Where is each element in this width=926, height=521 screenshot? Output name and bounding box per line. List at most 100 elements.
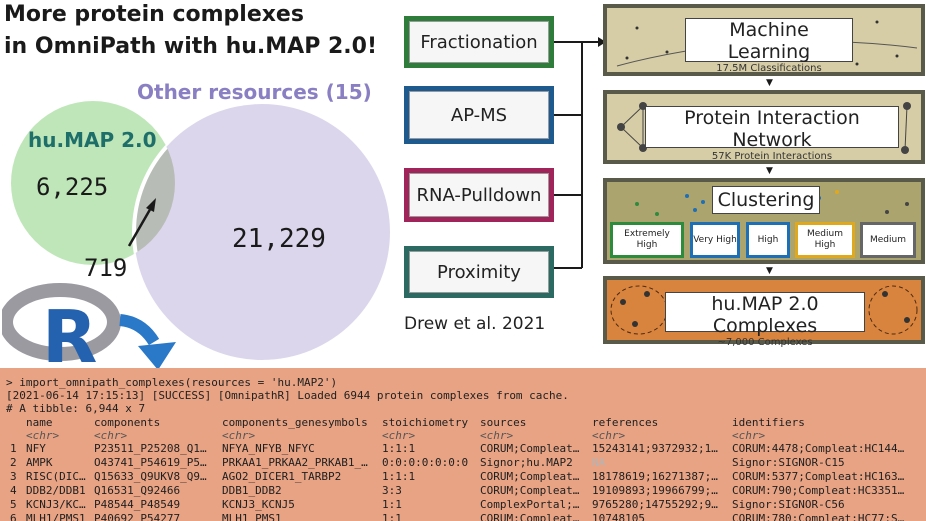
confidence-extremely-high: Extremely High <box>610 222 684 258</box>
console-command: > import_omnipath_complexes(resources = … <box>6 376 338 389</box>
table-cell: NFYA_NFYB_NFYC <box>222 442 315 455</box>
column-type: <chr> <box>382 429 416 442</box>
table-cell: AGO2_DICER1_TARBP2 <box>222 470 342 483</box>
curved-arrow-down-icon <box>119 314 176 370</box>
table-cell: PRKAA1_PRKAA2_PRKAB1_… <box>222 456 368 469</box>
method-proximity: Proximity <box>404 246 554 298</box>
table-cell: DDB1_DDB2 <box>222 484 282 497</box>
table-cell: CORUM;Compleat… <box>480 470 580 483</box>
table-cell: 1:1:1 <box>382 442 416 455</box>
citation: Drew et al. 2021 <box>404 314 546 334</box>
stage-title-box: Protein Interaction Network 57K Protein … <box>645 106 899 162</box>
title-line-1: More protein complexes <box>4 2 304 27</box>
r-logo-group: R <box>2 283 176 372</box>
table-cell: NA <box>592 456 606 469</box>
table-cell: Signor:SIGNOR-C15 <box>732 456 845 469</box>
down-arrow-icon: ▼ <box>766 78 773 88</box>
r-logo-icon: R <box>2 283 121 372</box>
confidence-medium-high: Medium High <box>795 222 855 258</box>
stage-protein-interaction-network: Protein Interaction Network 57K Protein … <box>603 90 925 164</box>
table-cell: CORUM:780;Compleat:HC77;S… <box>732 512 905 521</box>
table-cell: KCNJ3/KC… <box>26 498 86 511</box>
stage-complexes: hu.MAP 2.0 Complexes ~7,000 Complexes <box>603 276 925 348</box>
row-index: 1 <box>10 442 17 455</box>
column-header: identifiers <box>732 416 805 429</box>
stage-subtitle: 57K Protein Interactions <box>711 151 833 162</box>
stage-title: hu.MAP 2.0 Complexes <box>711 293 819 337</box>
console-tibble-header: # A tibble: 6,944 x 7 <box>6 402 146 415</box>
column-type: <chr> <box>732 429 766 442</box>
stage-title-box: Clustering <box>712 186 820 214</box>
table-cell: ComplexPortal;… <box>480 498 580 511</box>
venn-overlap <box>132 102 175 265</box>
table-cell: CORUM;Compleat… <box>480 484 580 497</box>
table-cell: MLH1/PMS1 <box>26 512 86 521</box>
column-header: components <box>94 416 161 429</box>
table-cell: NFY <box>26 442 46 455</box>
table-cell: DDB2/DDB1 <box>26 484 86 497</box>
column-type: <chr> <box>592 429 626 442</box>
row-index: 4 <box>10 484 17 497</box>
stage-title: Protein Interaction Network <box>684 107 860 151</box>
table-cell: Signor:SIGNOR-C56 <box>732 498 845 511</box>
method-label: RNA-Pulldown <box>409 173 549 217</box>
method-label: AP-MS <box>409 91 549 139</box>
table-cell: 9765280;14755292;9… <box>592 498 718 511</box>
table-cell: CORUM:790;Compleat:HC3351… <box>732 484 905 497</box>
venn-right-label: Other resources (15) <box>137 80 372 104</box>
table-cell: CORUM;Compleat… <box>480 442 580 455</box>
table-cell: Q16531_Q92466 <box>94 484 181 497</box>
column-type: <chr> <box>222 429 256 442</box>
stage-machine-learning: Machine Learning 17.5M Classifications <box>603 4 925 76</box>
table-cell: RISC(DIC… <box>26 470 86 483</box>
column-type: <chr> <box>26 429 60 442</box>
venn-right-only-count: 21,229 <box>232 224 326 254</box>
overlap-pointer-line <box>127 205 154 247</box>
venn-overlap-count: 719 <box>84 254 128 282</box>
table-cell: 10748105 <box>592 512 645 521</box>
table-cell: 1:1 <box>382 512 402 521</box>
stage-title: Machine Learning <box>727 19 811 63</box>
method-label: Fractionation <box>409 21 549 63</box>
stage-title-box: hu.MAP 2.0 Complexes ~7,000 Complexes <box>665 292 865 348</box>
table-cell: 0:0:0:0:0:0:0 <box>382 456 469 469</box>
down-arrow-icon: ▼ <box>766 266 773 276</box>
confidence-high: High <box>746 222 790 258</box>
stage-title-box: Machine Learning 17.5M Classifications <box>685 18 853 74</box>
method-connectors <box>554 37 606 269</box>
console-log: [2021-06-14 17:15:13] [SUCCESS] [Omnipat… <box>6 389 569 402</box>
table-cell: 15243141;9372932;1… <box>592 442 718 455</box>
column-header: references <box>592 416 659 429</box>
venn-left-label: hu.MAP 2.0 <box>28 128 157 152</box>
method-fractionation: Fractionation <box>404 16 554 68</box>
table-cell: 3:3 <box>382 484 402 497</box>
table-cell: CORUM;Compleat… <box>480 512 580 521</box>
table-cell: P40692_P54277 <box>94 512 181 521</box>
table-cell: 1:1:1 <box>382 470 416 483</box>
row-index: 3 <box>10 470 17 483</box>
table-cell: AMPK <box>26 456 53 469</box>
venn-right-circle <box>134 104 390 360</box>
table-cell: P48544_P48549 <box>94 498 181 511</box>
column-header: name <box>26 416 53 429</box>
down-arrow-icon: ▼ <box>766 166 773 176</box>
svg-text:R: R <box>42 295 97 372</box>
venn-diagram <box>11 101 390 360</box>
table-cell: O43741_P54619_P5… <box>94 456 207 469</box>
column-header: stoichiometry <box>382 416 469 429</box>
row-index: 2 <box>10 456 17 469</box>
table-cell: 18178619;16271387;… <box>592 470 718 483</box>
table-cell: 1:1 <box>382 498 402 511</box>
table-cell: CORUM:5377;Compleat:HC163… <box>732 470 905 483</box>
stage-subtitle: 17.5M Classifications <box>716 63 822 74</box>
r-console: > import_omnipath_complexes(resources = … <box>0 368 926 521</box>
stage-subtitle: ~7,000 Complexes <box>717 337 813 348</box>
method-rna-pulldown: RNA-Pulldown <box>404 168 554 222</box>
column-type: <chr> <box>480 429 514 442</box>
title-line-2: in OmniPath with hu.MAP 2.0! <box>4 34 378 59</box>
table-cell: KCNJ3_KCNJ5 <box>222 498 295 511</box>
table-cell: P23511_P25208_Q1… <box>94 442 207 455</box>
row-index: 6 <box>10 512 17 521</box>
table-cell: CORUM:4478;Compleat:HC144… <box>732 442 905 455</box>
method-ap-ms: AP-MS <box>404 86 554 144</box>
